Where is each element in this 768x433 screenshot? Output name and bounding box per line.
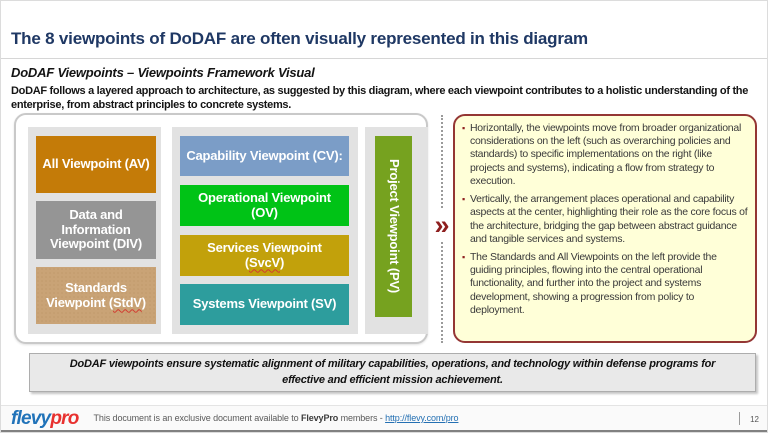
spellcheck-underline: SvcV xyxy=(248,254,280,270)
bottom-edge-strip xyxy=(1,430,767,432)
box-capability-viewpoint: Capability Viewpoint (CV): xyxy=(180,136,349,176)
box-data-information-viewpoint: Data and Information Viewpoint (DIV) xyxy=(36,201,156,259)
chevron-right-icon: » xyxy=(429,210,455,240)
footer-bar: flevypro This document is an exclusive d… xyxy=(1,405,767,430)
box-project-viewpoint: Project Viewpoint (PV) xyxy=(375,136,412,317)
page-number: 12 xyxy=(750,415,759,424)
box-project-viewpoint-label: Project Viewpoint (PV) xyxy=(386,159,402,294)
box-services-viewpoint-label: Services Viewpoint (SvcV) xyxy=(207,239,322,270)
title-divider xyxy=(1,58,767,59)
page-number-divider xyxy=(739,412,740,425)
spellcheck-underline: StdV xyxy=(112,294,142,310)
page-title: The 8 viewpoints of DoDAF are often visu… xyxy=(11,29,588,48)
box-systems-viewpoint: Systems Viewpoint (SV) xyxy=(180,284,349,325)
box-systems-viewpoint-label: Systems Viewpoint (SV) xyxy=(192,296,337,312)
box-standards-viewpoint-label: Standards Viewpoint (StdV) xyxy=(46,279,146,310)
flevypro-logo: flevypro xyxy=(11,407,79,429)
takeaway-text: DoDAF viewpoints ensure systematic align… xyxy=(69,358,716,386)
box-data-information-viewpoint-label: Data and Information Viewpoint (DIV) xyxy=(49,206,143,252)
list-item: ▪ Horizontally, the viewpoints move from… xyxy=(462,122,748,188)
note-bullet-text: Horizontally, the viewpoints move from b… xyxy=(469,122,742,187)
footer-notice: This document is an exclusive document a… xyxy=(93,413,459,423)
list-item: ▪ Vertically, the arrangement places ope… xyxy=(462,193,748,246)
box-all-viewpoint: All Viewpoint (AV) xyxy=(36,136,156,193)
bullet-square-icon: ▪ xyxy=(462,194,465,205)
box-standards-viewpoint: Standards Viewpoint (StdV) xyxy=(36,267,156,324)
note-bullet-text: The Standards and All Viewpoints on the … xyxy=(469,250,717,316)
note-bullet-text: Vertically, the arrangement places opera… xyxy=(469,193,748,245)
notes-callout: ▪ Horizontally, the viewpoints move from… xyxy=(453,114,757,343)
slide-subtitle: DoDAF Viewpoints – Viewpoints Framework … xyxy=(11,65,315,80)
takeaway-banner: DoDAF viewpoints ensure systematic align… xyxy=(29,353,756,392)
footer-brand: FlevyPro xyxy=(300,413,339,423)
bullet-square-icon: ▪ xyxy=(462,251,465,262)
intro-paragraph: DoDAF follows a layered approach to arch… xyxy=(11,85,749,112)
box-all-viewpoint-label: All Viewpoint (AV) xyxy=(42,156,150,172)
bullet-square-icon: ▪ xyxy=(462,123,465,133)
box-capability-viewpoint-label: Capability Viewpoint (CV): xyxy=(186,147,343,163)
viewpoints-diagram: All Viewpoint (AV) Data and Information … xyxy=(14,113,428,344)
list-item: ▪ The Standards and All Viewpoints on th… xyxy=(462,251,748,317)
box-operational-viewpoint-label: Operational Viewpoint (OV) xyxy=(198,189,331,220)
box-operational-viewpoint: Operational Viewpoint (OV) xyxy=(180,185,349,226)
flevy-pro-link[interactable]: http://flevy.com/pro xyxy=(385,413,459,423)
box-services-viewpoint: Services Viewpoint (SvcV) xyxy=(180,235,349,276)
